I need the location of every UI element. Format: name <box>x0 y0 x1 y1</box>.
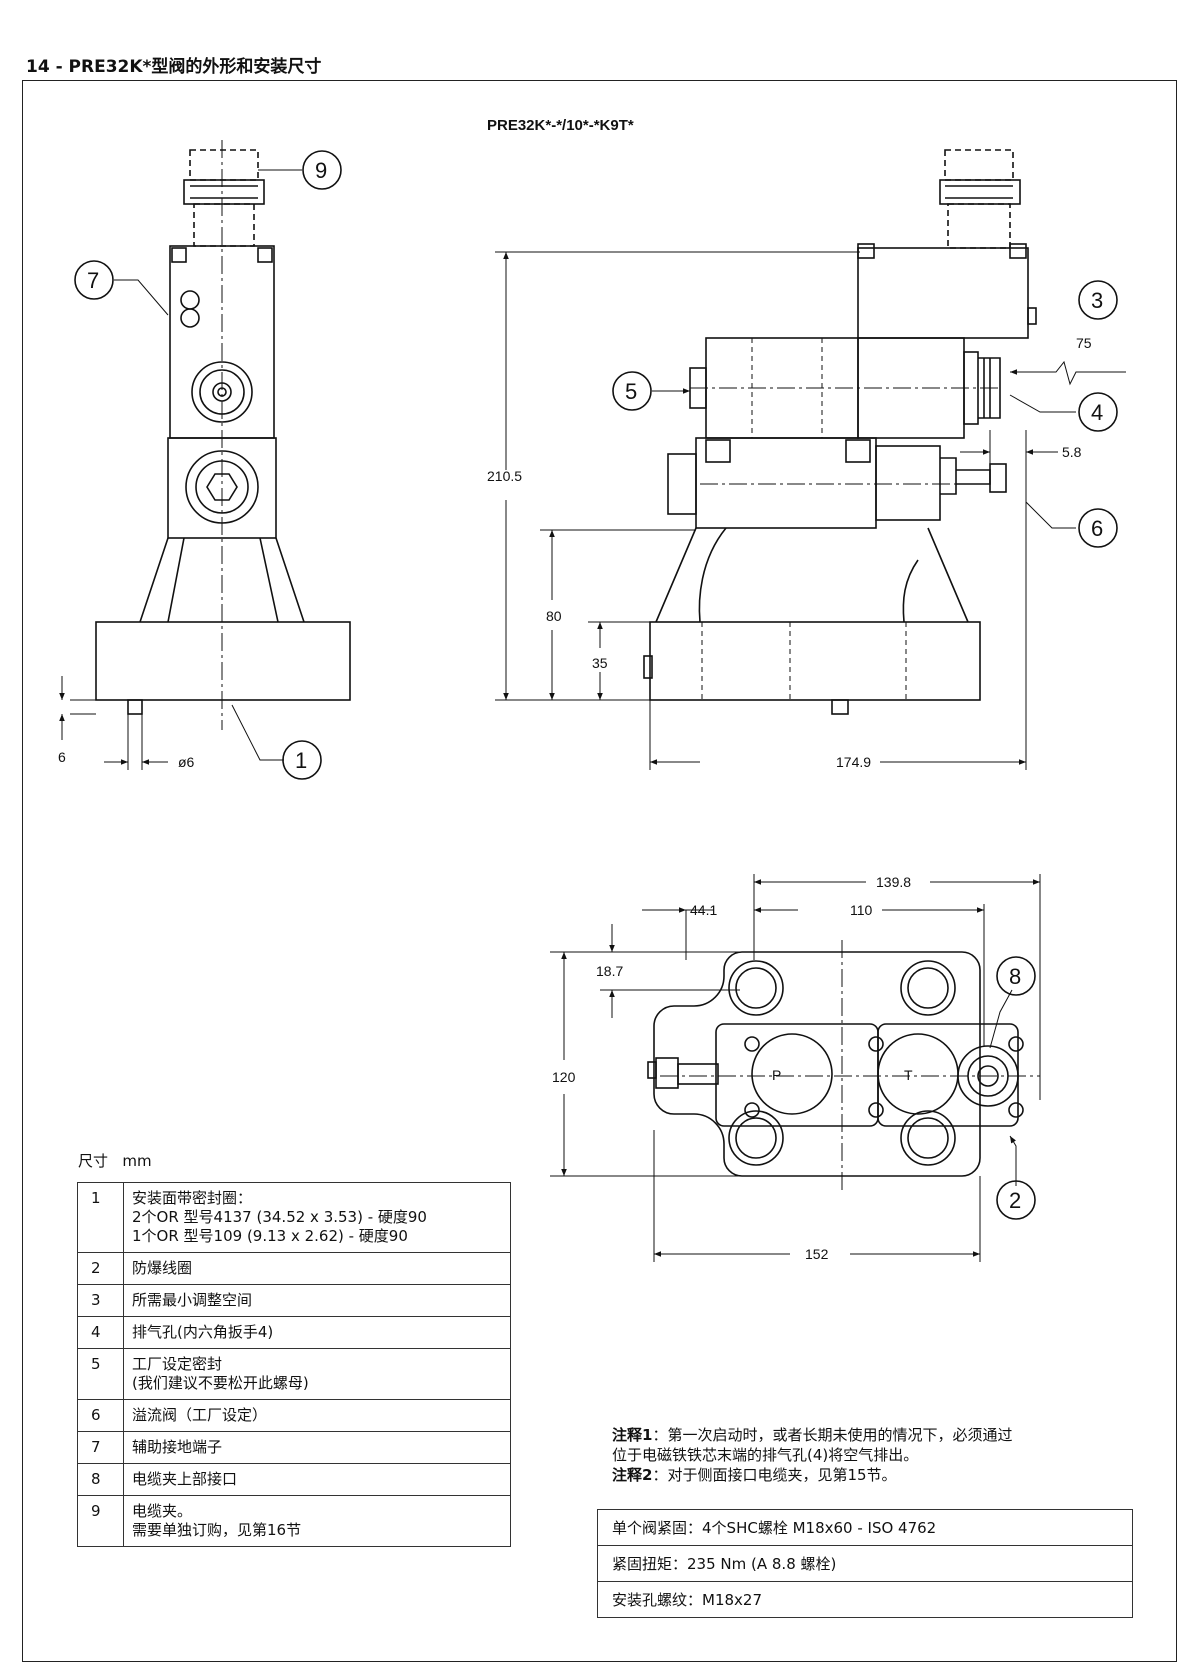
callout-2: 2 <box>1009 1188 1021 1213</box>
legend-num: 9 <box>77 1495 124 1547</box>
dim-174-9: 174.9 <box>836 754 871 770</box>
side-view <box>59 140 351 770</box>
legend-num: 2 <box>77 1252 124 1285</box>
note-2: 注释2：对于侧面接口电缆夹，见第15节。 <box>612 1466 897 1484</box>
top-view <box>550 874 1041 1262</box>
dim-35: 35 <box>592 655 608 671</box>
dim-139-8: 139.8 <box>876 874 911 890</box>
dim-210-5: 210.5 <box>487 468 522 484</box>
dim-5-8: 5.8 <box>1062 444 1082 460</box>
legend-num: 6 <box>77 1399 124 1432</box>
port-p-label: P <box>772 1067 781 1083</box>
section-title: 14 - PRE32K*型阀的外形和安装尺寸 <box>26 57 322 77</box>
legend-text: 所需最小调整空间 <box>123 1284 511 1317</box>
legend-num: 1 <box>77 1182 124 1253</box>
callout-8: 8 <box>1009 964 1021 989</box>
callout-4: 4 <box>1091 400 1103 425</box>
port-t-label: T <box>904 1067 913 1083</box>
dim-44-1: 44.1 <box>690 902 717 918</box>
legend-text: 工厂设定密封(我们建议不要松开此螺母) <box>123 1348 511 1400</box>
bolt-spec-table: 单个阀紧固：4个SHC螺栓 M18x60 - ISO 4762 紧固扭矩：235… <box>597 1509 1133 1618</box>
bolt-spec-row: 安装孔螺纹：M18x27 <box>597 1581 1133 1618</box>
dim-120: 120 <box>552 1069 576 1085</box>
legend-text: 安装面带密封圈：2个OR 型号4137 (34.52 x 3.53) - 硬度9… <box>123 1182 511 1253</box>
callout-7: 7 <box>87 268 99 293</box>
units-value: mm <box>122 1152 152 1170</box>
dim-152: 152 <box>805 1246 829 1262</box>
legend-num: 3 <box>77 1284 124 1317</box>
dim-6: 6 <box>58 749 66 765</box>
note-1-continued: 位于电磁铁铁芯末端的排气孔(4)将空气排出。 <box>612 1446 919 1464</box>
legend-num: 5 <box>77 1348 124 1400</box>
dim-110: 110 <box>850 902 873 918</box>
legend-text: 溢流阀（工厂设定） <box>123 1399 511 1432</box>
legend-text: 辅助接地端子 <box>123 1431 511 1464</box>
legend-num: 4 <box>77 1316 124 1349</box>
drawing-frame <box>22 80 1177 1662</box>
dim-dia6: ø6 <box>178 754 195 770</box>
callout-circles <box>74 150 1118 1220</box>
notes-block: 注释1：第一次启动时，或者长期未使用的情况下，必须通过 位于电磁铁铁芯末端的排气… <box>612 1425 1152 1485</box>
dim-80: 80 <box>546 608 562 624</box>
callout-6: 6 <box>1091 516 1103 541</box>
bolt-spec-row: 紧固扭矩：235 Nm (A 8.8 螺栓) <box>597 1545 1133 1582</box>
callout-5: 5 <box>625 379 637 404</box>
front-view <box>495 149 1126 770</box>
callout-3: 3 <box>1091 288 1103 313</box>
legend-text: 排气孔(内六角扳手4) <box>123 1316 511 1349</box>
bolt-spec-row: 单个阀紧固：4个SHC螺栓 M18x60 - ISO 4762 <box>597 1509 1133 1546</box>
callout-1: 1 <box>295 748 307 773</box>
model-code-label: PRE32K*-*/10*-*K9T* <box>487 117 634 134</box>
legend-text: 电缆夹。需要单独订购，见第16节 <box>123 1495 511 1547</box>
dim-18-7: 18.7 <box>596 963 623 979</box>
dim-75: 75 <box>1076 335 1092 351</box>
note-1: 注释1：第一次启动时，或者长期未使用的情况下，必须通过 <box>612 1426 1013 1444</box>
callout-9: 9 <box>315 158 327 183</box>
legend-text: 防爆线圈 <box>123 1252 511 1285</box>
legend-text: 电缆夹上部接口 <box>123 1463 511 1496</box>
legend-num: 7 <box>77 1431 124 1464</box>
legend-num: 8 <box>77 1463 124 1496</box>
units-label: 尺寸 <box>78 1152 109 1170</box>
units-caption: 尺寸 mm <box>78 1150 152 1171</box>
